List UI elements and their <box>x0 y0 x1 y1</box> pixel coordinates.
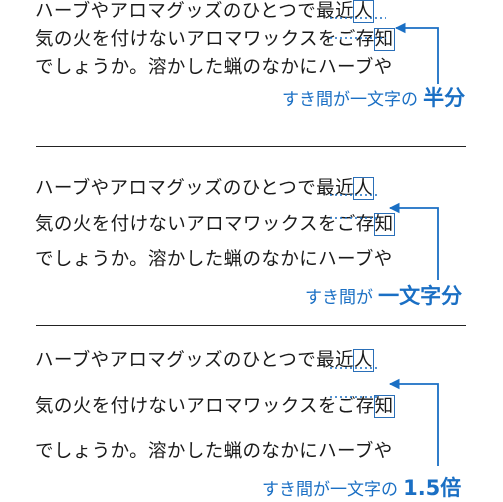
text-line-1: ハーブやアロマグッズのひとつで最近人 <box>35 349 374 372</box>
caption-prefix: すき間が一文字の <box>262 480 398 500</box>
boxed-char-1: 人 <box>352 349 374 372</box>
caption-prefix: すき間が一文字の <box>282 90 418 110</box>
line-text: でしょうか。溶かした蝋のなかにハーブや <box>35 57 393 78</box>
boxed-char-2: 知 <box>373 28 395 51</box>
line-text: でしょうか。溶かした蝋のなかにハーブや <box>35 441 393 462</box>
caption-one-and-half: すき間が一文字の 1.5倍 <box>262 472 461 502</box>
arrow-2 <box>388 202 439 280</box>
line-text: 気の火を付けないアロマワックスをご存 <box>35 396 375 417</box>
line-text: ハーブやアロマグッズのひとつで最近 <box>35 350 354 371</box>
boxed-char-2: 知 <box>373 395 395 418</box>
text-line-2: 気の火を付けないアロマワックスをご存知 <box>35 213 395 236</box>
caption-one-char: すき間が 一文字分 <box>305 280 462 310</box>
boxed-char-1: 人 <box>352 0 374 23</box>
divider-1 <box>36 146 466 148</box>
divider-2 <box>36 325 466 327</box>
line-text: 気の火を付けないアロマワックスをご存 <box>35 29 375 50</box>
boxed-char-1: 人 <box>352 177 374 200</box>
line-text: ハーブやアロマグッズのひとつで最近 <box>35 178 354 199</box>
text-line-3: でしょうか。溶かした蝋のなかにハーブや <box>35 57 393 78</box>
caption-emphasis: 1.5倍 <box>403 476 462 500</box>
line-text: でしょうか。溶かした蝋のなかにハーブや <box>35 249 393 270</box>
caption-prefix: すき間が <box>305 288 373 308</box>
boxed-char-2: 知 <box>373 213 395 236</box>
text-line-3: でしょうか。溶かした蝋のなかにハーブや <box>35 249 393 270</box>
text-line-2: 気の火を付けないアロマワックスをご存知 <box>35 395 395 418</box>
arrow-1 <box>394 22 439 84</box>
caption-emphasis: 半分 <box>423 86 466 110</box>
line-text: ハーブやアロマグッズのひとつで最近 <box>35 1 354 22</box>
caption-half: すき間が一文字の 半分 <box>282 82 465 112</box>
line-text: 気の火を付けないアロマワックスをご存 <box>35 214 375 235</box>
text-line-1: ハーブやアロマグッズのひとつで最近人 <box>35 177 374 200</box>
arrow-3 <box>388 378 439 466</box>
text-line-3: でしょうか。溶かした蝋のなかにハーブや <box>35 441 393 462</box>
text-line-1: ハーブやアロマグッズのひとつで最近人 <box>35 0 374 23</box>
caption-emphasis: 一文字分 <box>378 284 463 308</box>
text-line-2: 気の火を付けないアロマワックスをご存知 <box>35 28 395 51</box>
